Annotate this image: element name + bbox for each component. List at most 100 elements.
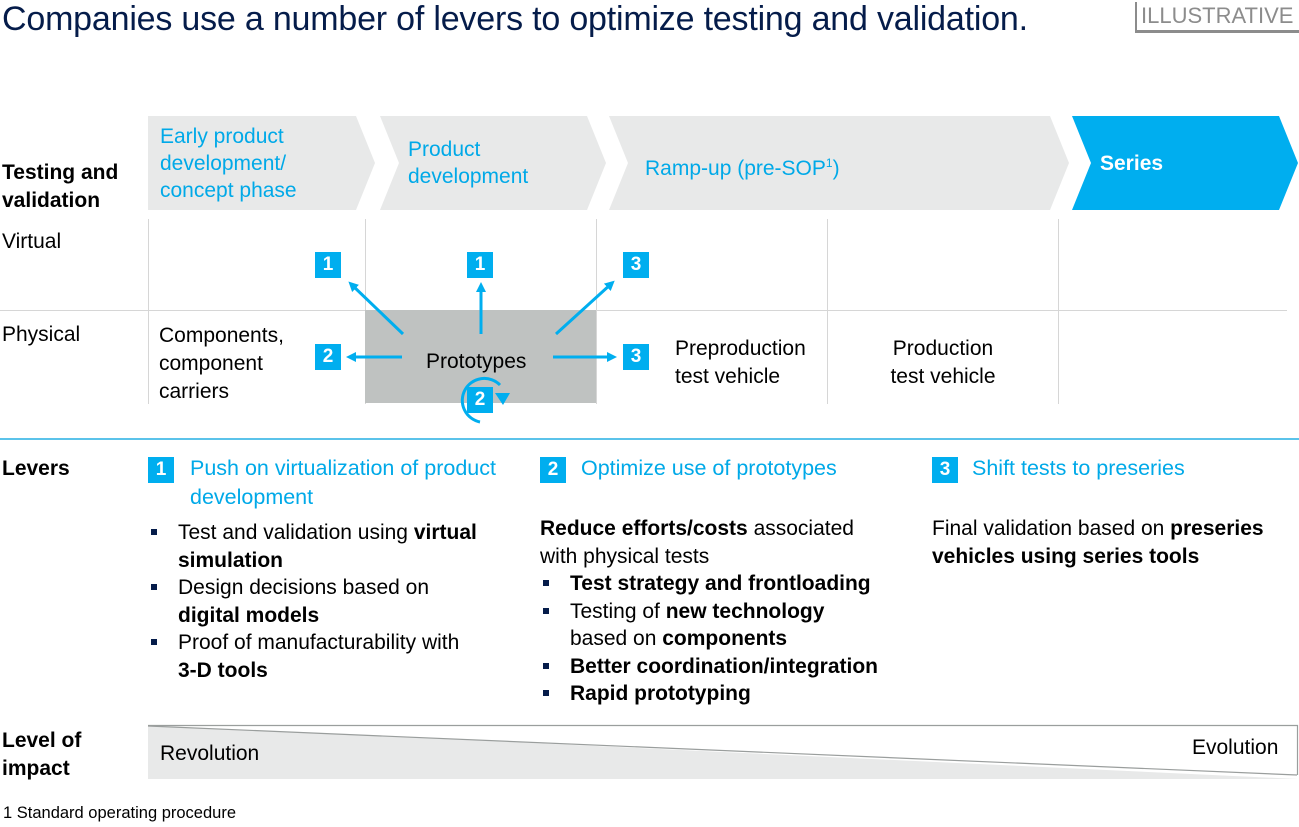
bold-text: Test strategy and frontloading — [570, 572, 871, 595]
cell-line: carriers — [159, 380, 230, 403]
lever-2-title: Optimize use of prototypes — [581, 454, 920, 483]
lever-3-badge: 3 — [932, 457, 958, 483]
bold-text: 3-D tools — [178, 658, 268, 682]
text-run: Final validation based on — [932, 517, 1171, 540]
text-run: Test and validation using — [178, 521, 414, 544]
impact-wedge-outline — [148, 724, 1299, 775]
bullet-line: Better coordination/integration — [570, 653, 920, 681]
lever-2: 2 Optimize use of prototypes Reduce effo… — [540, 456, 920, 708]
lever-title-line: Shift tests to preseries — [972, 456, 1185, 480]
phase-label-line: development/ — [160, 152, 287, 175]
phase-label-line: Early product — [160, 125, 284, 148]
bullet-item: Test strategy and frontloading — [540, 570, 920, 598]
cell-line: component — [159, 352, 263, 375]
phase-chevron-product-dev — [380, 116, 606, 210]
cell-line: Production — [892, 337, 994, 360]
lever-title-line: Optimize use of prototypes — [581, 456, 837, 480]
phase-label-product-dev: Product development — [408, 136, 528, 190]
cell-line: test vehicle — [675, 365, 781, 388]
phase-label-rampup-close: ) — [832, 157, 840, 180]
bullet-line: Test strategy and frontloading — [570, 570, 920, 598]
phase-label-series: Series — [1100, 152, 1164, 175]
phase-label-line: development — [408, 165, 529, 188]
bullet-item: Better coordination/integration — [540, 653, 920, 681]
bullet-line: simulation — [178, 547, 528, 575]
impact-right-label: Evolution — [1192, 736, 1279, 759]
cell-preproduction: Preproduction test vehicle — [675, 335, 806, 391]
badge-virtual-left: 1 — [315, 252, 341, 278]
arrow-up-left — [348, 281, 405, 336]
phase-label-early: Early product development/ concept phase — [160, 123, 297, 204]
intro-line: Reduce efforts/costs associated — [540, 515, 920, 543]
bullet-square-icon — [543, 580, 549, 586]
impact-left-label: Revolution — [160, 742, 260, 765]
bullet-line: 3-D tools — [178, 657, 528, 685]
badge-physical-right: 3 — [623, 344, 649, 370]
phase-chevron-rampup — [609, 116, 1069, 210]
footnote-marker: 1 — [825, 156, 833, 170]
bold-text: Reduce efforts/costs — [540, 517, 748, 540]
bullet-line: Test and validation using virtual — [178, 519, 528, 547]
phase-diagram — [0, 116, 1299, 440]
bold-text: virtual — [413, 521, 477, 544]
bold-text: simulation — [178, 548, 284, 572]
phase-chevron-early — [148, 116, 375, 210]
text-run: Design decisions based on — [178, 576, 429, 599]
lever-1-badge: 1 — [148, 457, 174, 483]
badge-virtual-right: 3 — [623, 252, 649, 278]
phase-label-line: Product — [408, 138, 481, 161]
text-run: associated — [747, 517, 854, 540]
bullet-item: Proof of manufacturability with 3-D tools — [148, 629, 528, 684]
intro-line: with physical tests — [540, 543, 920, 571]
bullet-line: digital models — [178, 602, 528, 630]
phase-label-line: concept phase — [160, 179, 297, 202]
arrow-up-right — [554, 280, 615, 336]
bullet-item: Design decisions based on digital models — [148, 574, 528, 629]
cell-prototypes: Prototypes — [426, 350, 527, 373]
bold-text: digital models — [178, 603, 320, 627]
bullet-line: Rapid prototyping — [570, 680, 920, 708]
phase-label-rampup: Ramp-up (pre-SOP1) — [645, 150, 840, 182]
bold-text: Better coordination/integration — [570, 654, 879, 678]
cell-components: Components, component carriers — [159, 322, 284, 406]
badge-physical-left: 2 — [315, 344, 341, 370]
lever-3: 3 Shift tests to preseries Final validat… — [932, 456, 1299, 570]
page-title: Companies use a number of levers to opti… — [2, 0, 1028, 38]
badge-loop: 2 — [467, 387, 493, 413]
row-label-levers: Levers — [2, 457, 70, 480]
footnote: 1 Standard operating procedure — [3, 804, 236, 822]
text-run: Testing of — [570, 599, 666, 623]
lever-title-line: development — [190, 485, 314, 509]
bullet-item: Rapid prototyping — [540, 680, 920, 708]
phase-chevron-series[interactable] — [1072, 116, 1298, 210]
row-label-physical: Physical — [2, 323, 81, 346]
text-run: with physical tests — [540, 544, 710, 568]
impact-wedge-diagonal — [147, 725, 1298, 776]
impact-wedge — [147, 724, 1299, 779]
lever-1-title: Push on virtualization of product develo… — [190, 454, 528, 512]
intro-line: Final validation based on preseries — [932, 515, 1299, 543]
text-run: Proof of manufacturability with — [178, 631, 460, 654]
bullet-square-icon — [151, 584, 157, 590]
bullet-square-icon — [543, 607, 549, 614]
bullet-line: Design decisions based on — [178, 574, 528, 602]
bold-text: components — [662, 627, 788, 650]
bullet-line: Testing of new technology — [570, 598, 920, 626]
bullet-line: Proof of manufacturability with — [178, 629, 528, 657]
cell-line: Preproduction — [675, 337, 806, 360]
bullet-square-icon — [151, 529, 157, 535]
badge-virtual-center: 1 — [467, 252, 493, 278]
text-run: based on — [570, 627, 663, 650]
row-label-level-of-impact: Level of impact — [2, 729, 82, 780]
cell-line: test vehicle — [890, 365, 996, 388]
bold-text: vehicles using series tools — [932, 544, 1200, 568]
bullet-square-icon — [151, 639, 157, 645]
row-label-testing-validation: Testing and validation — [2, 161, 119, 212]
loop-arrowhead — [495, 393, 510, 405]
